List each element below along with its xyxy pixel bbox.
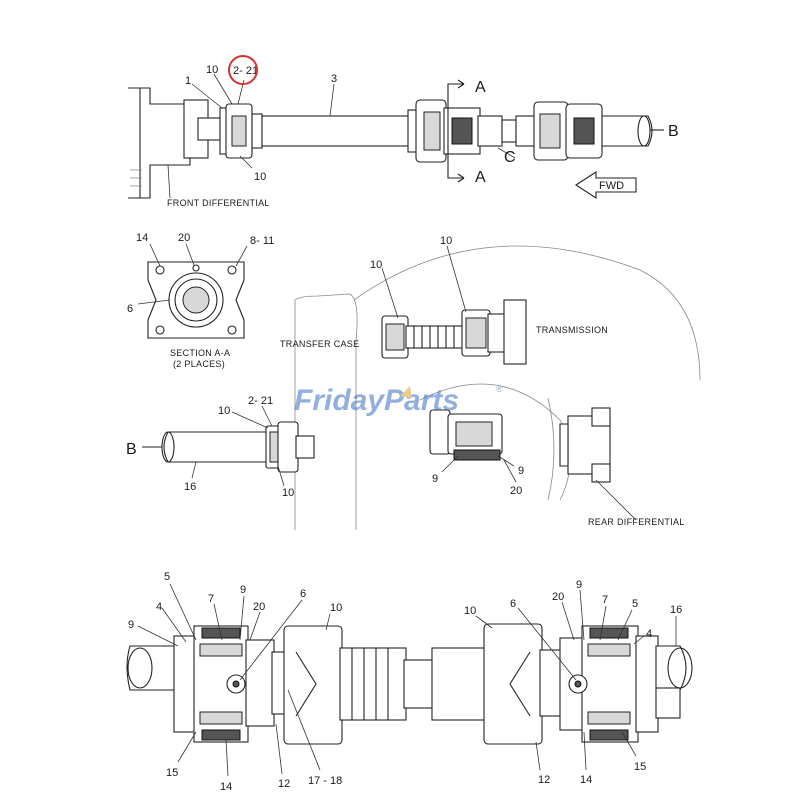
label-14: 14: [220, 781, 232, 793]
label-10: 10: [254, 171, 266, 183]
fwd-label: FWD: [599, 180, 624, 192]
label-9: 9: [240, 584, 246, 596]
label-10: 10: [206, 64, 218, 76]
label-10: 10: [282, 487, 294, 499]
label-10: 10: [440, 235, 452, 247]
label-20: 20: [552, 591, 564, 603]
label-10: 10: [370, 259, 382, 271]
label-20: 20: [510, 485, 522, 497]
label-5: 5: [164, 571, 170, 583]
rear-differential-caption: REAR DIFFERENTIAL: [588, 517, 685, 527]
svg-text:FridayParts: FridayParts: [294, 384, 459, 417]
label-10: 10: [464, 605, 476, 617]
label-10: 10: [218, 405, 230, 417]
driveshaft-3: [261, 115, 413, 147]
front-u-joint: [219, 103, 263, 159]
label-12: 12: [278, 778, 290, 790]
label-6: 6: [300, 588, 306, 600]
label-9: 9: [128, 619, 134, 631]
top-driveshaft-assembly: [128, 73, 664, 200]
svg-text:®: ®: [496, 384, 503, 394]
label-15: 15: [166, 767, 178, 779]
transmission-area: [294, 245, 701, 530]
rear-u-joint: [515, 101, 603, 161]
center-u-joint: [407, 99, 517, 163]
label-1: 1: [185, 75, 191, 87]
label-9: 9: [518, 465, 524, 477]
label-7: 7: [208, 593, 214, 605]
label-14: 14: [136, 232, 148, 244]
label-4: 4: [156, 601, 162, 613]
connection-c-label: C: [504, 149, 516, 166]
label-9: 9: [576, 579, 582, 591]
two-places-caption: (2 PLACES): [173, 359, 225, 369]
front-differential-housing: [128, 87, 221, 199]
bottom-detail-assembly: [126, 583, 693, 777]
connection-b-label: B: [668, 123, 679, 140]
label-15: 15: [634, 761, 646, 773]
front-differential-caption: FRONT DIFFERENTIAL: [167, 198, 270, 208]
section-a-label: A: [475, 79, 486, 96]
label-8-11: 8- 11: [250, 235, 274, 247]
label-7: 7: [602, 594, 608, 606]
label-5: 5: [632, 598, 638, 610]
label-16: 16: [184, 481, 196, 493]
label-12: 12: [538, 774, 550, 786]
label-17-18: 17 - 18: [308, 775, 342, 787]
transfer-case-caption: TRANSFER CASE: [280, 339, 359, 349]
label-6: 6: [510, 598, 516, 610]
watermark-logo: FridayParts ®: [294, 384, 503, 417]
driveshaft-16: [142, 405, 315, 487]
label-6: 6: [127, 303, 133, 315]
label-4: 4: [646, 628, 652, 640]
label-16: 16: [670, 604, 682, 616]
label-10: 10: [330, 602, 342, 614]
label-2-21: 2- 21: [233, 65, 258, 77]
section-a-label: A: [475, 169, 486, 186]
section-a-a-flange: [137, 243, 248, 339]
rear-differential-yoke: [429, 407, 637, 521]
label-2-21: 2- 21: [248, 395, 273, 407]
connection-b-label: B: [126, 441, 137, 458]
label-9: 9: [432, 473, 438, 485]
highlight-circle: [228, 55, 258, 85]
label-20: 20: [253, 601, 265, 613]
section-a-a-caption: SECTION A-A: [170, 348, 230, 358]
fwd-arrow: [574, 170, 637, 200]
label-20: 20: [178, 232, 190, 244]
label-3: 3: [331, 73, 337, 85]
transmission-caption: TRANSMISSION: [536, 325, 608, 335]
label-14: 14: [580, 774, 592, 786]
